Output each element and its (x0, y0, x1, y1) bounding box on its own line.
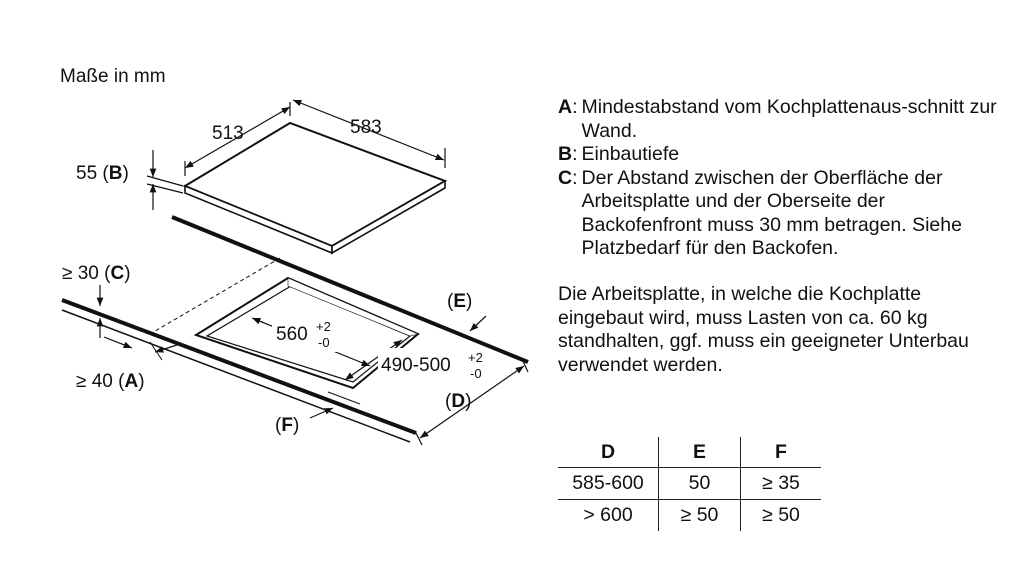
table-row: 585-600 50 ≥ 35 (558, 467, 821, 500)
f-label: (F) (275, 415, 299, 436)
legend-text: Der Abstand zwischen der Oberfläche der … (581, 166, 962, 260)
legend-item-c: C:Der Abstand zwischen der Oberfläche de… (558, 167, 998, 261)
legend-sep: : (572, 96, 578, 118)
cutout-width-tol-top: +2 (316, 319, 331, 334)
cutout-depth-arrow (344, 339, 403, 381)
table-cell: ≥ 50 (658, 499, 741, 531)
legend-item-b: B:Einbautiefe (558, 143, 998, 167)
table-cell: ≥ 50 (740, 499, 821, 531)
dimension-table: D E F 585-600 50 ≥ 35 > 600 ≥ 50 ≥ 50 (558, 437, 821, 531)
width-label: 513 (212, 123, 244, 144)
legend-text: Mindestabstand vom Kochplattenaus-schnit… (581, 96, 997, 142)
legend-key: C (558, 166, 573, 189)
cutout-depth-tol-top: +2 (468, 350, 483, 365)
table-cell: ≥ 35 (740, 467, 821, 500)
e-dimension (469, 315, 487, 332)
e-label: (E) (447, 291, 472, 312)
f-dimension (309, 407, 334, 419)
worktop-back-edge (171, 215, 529, 364)
table-header-row: D E F (558, 437, 821, 468)
table-cell: 50 (658, 467, 741, 500)
dimension-55 (146, 150, 184, 210)
table-header: F (740, 437, 821, 468)
cutout (193, 276, 420, 390)
legend-sep: : (572, 143, 578, 165)
legend-text: Einbautiefe (581, 143, 680, 165)
legend-item-a: A:Mindestabstand vom Kochplattenaus-schn… (558, 96, 998, 143)
legend-key: B (558, 143, 573, 165)
d-dimension (327, 358, 529, 446)
dimension-drawing: Maße in mm 513 583 55 (B) (60, 66, 529, 446)
height-label: 55 (B) (76, 163, 129, 184)
d-label: (D) (445, 391, 471, 412)
dimension-min40 (103, 336, 181, 361)
unit-label: Maße in mm (60, 66, 166, 87)
cutout-width-tol-bottom: -0 (318, 335, 330, 350)
table-header: D (600, 440, 616, 463)
legend-key: A (558, 96, 573, 118)
dimension-583 (292, 99, 446, 168)
load-note: Die Arbeitsplatte, in welche die Kochpla… (558, 283, 969, 376)
table-row: > 600 ≥ 50 ≥ 50 (558, 499, 821, 531)
cutout-width-label: 560 (276, 324, 308, 345)
table-cell: > 600 (558, 499, 659, 531)
min40-label: ≥ 40 (A) (76, 371, 145, 392)
legend-sep: : (572, 166, 578, 189)
table-cell: 585-600 (558, 467, 659, 500)
cutout-depth-tol-bottom: -0 (470, 366, 482, 381)
worktop-front-edge (61, 298, 417, 443)
depth-label: 583 (350, 117, 382, 138)
cutout-depth-label: 490-500 (381, 355, 451, 376)
table-header: E (658, 437, 741, 468)
legend: A:Mindestabstand vom Kochplattenaus-schn… (558, 96, 998, 261)
dimension-513 (184, 102, 291, 176)
min30-label: ≥ 30 (C) (62, 263, 131, 284)
